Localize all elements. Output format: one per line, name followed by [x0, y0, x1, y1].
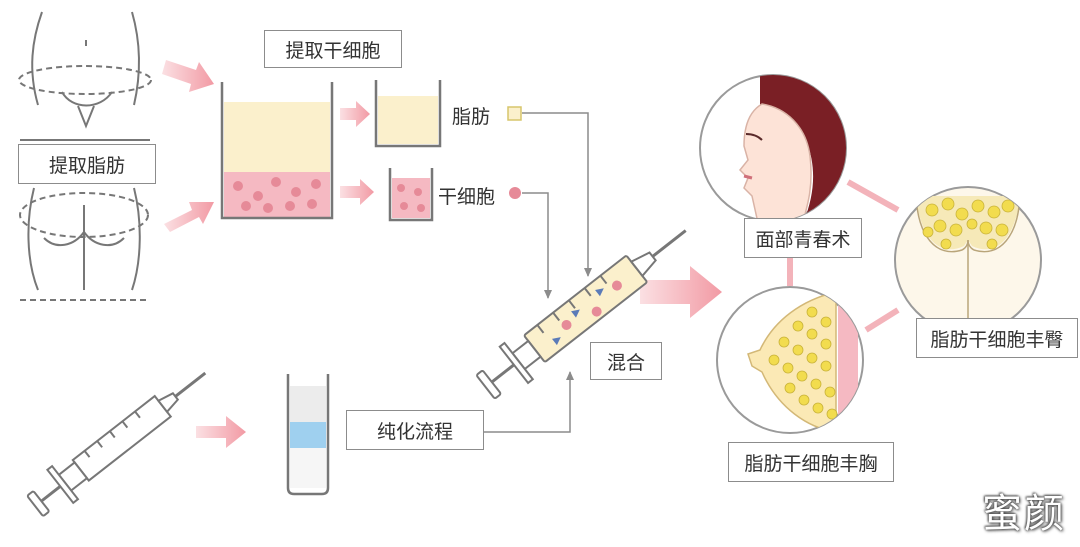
fat-beaker-icon — [374, 80, 442, 148]
purification-syringe-icon — [26, 371, 207, 517]
label-extract-fat: 提取脂肪 — [18, 144, 156, 184]
beaker-icon — [220, 82, 334, 220]
arrow-to-cell-beaker — [340, 179, 374, 205]
label-fat: 脂肪 — [452, 106, 491, 128]
label-facial-rejuvenation: 面部青春术 — [744, 218, 862, 258]
arrow-to-fat-beaker — [340, 101, 370, 127]
arrow-hips-to-beaker — [162, 60, 214, 92]
syringe-icon — [476, 229, 687, 399]
line-purify-to-syringe — [484, 371, 574, 433]
buttocks-back-icon — [19, 187, 150, 301]
label-extract-stem-cells: 提取干细胞 — [264, 30, 402, 68]
label-breast-augmentation: 脂肪干细胞丰胸 — [728, 442, 894, 482]
hips-front-icon — [18, 11, 152, 141]
line-fat-to-syringe — [522, 112, 592, 277]
arrow-syringe-to-tube — [196, 416, 246, 448]
line-cells-to-syringe — [522, 192, 552, 299]
arrow-buttocks-to-beaker — [164, 202, 214, 232]
arrow-syringe-to-results — [640, 266, 722, 318]
label-mix: 混合 — [590, 342, 662, 380]
line-face-to-butt — [846, 179, 900, 213]
breast-cross-section-icon — [716, 286, 864, 434]
line-breast-to-butt — [864, 307, 900, 333]
pink-arrows — [162, 60, 722, 448]
stem-cell-dot-marker — [509, 187, 521, 199]
label-stem-cells: 干细胞 — [438, 186, 496, 208]
stem-cell-beaker-icon — [388, 168, 434, 222]
test-tube-icon — [286, 374, 330, 496]
buttocks-fat-icon — [894, 186, 1042, 334]
label-buttock-augmentation: 脂肪干细胞丰臀 — [916, 318, 1078, 358]
watermark-logo: 蜜颜 — [982, 491, 1066, 537]
label-purification: 纯化流程 — [346, 410, 484, 450]
face-profile-icon — [699, 74, 847, 222]
fat-square-marker — [507, 106, 522, 121]
